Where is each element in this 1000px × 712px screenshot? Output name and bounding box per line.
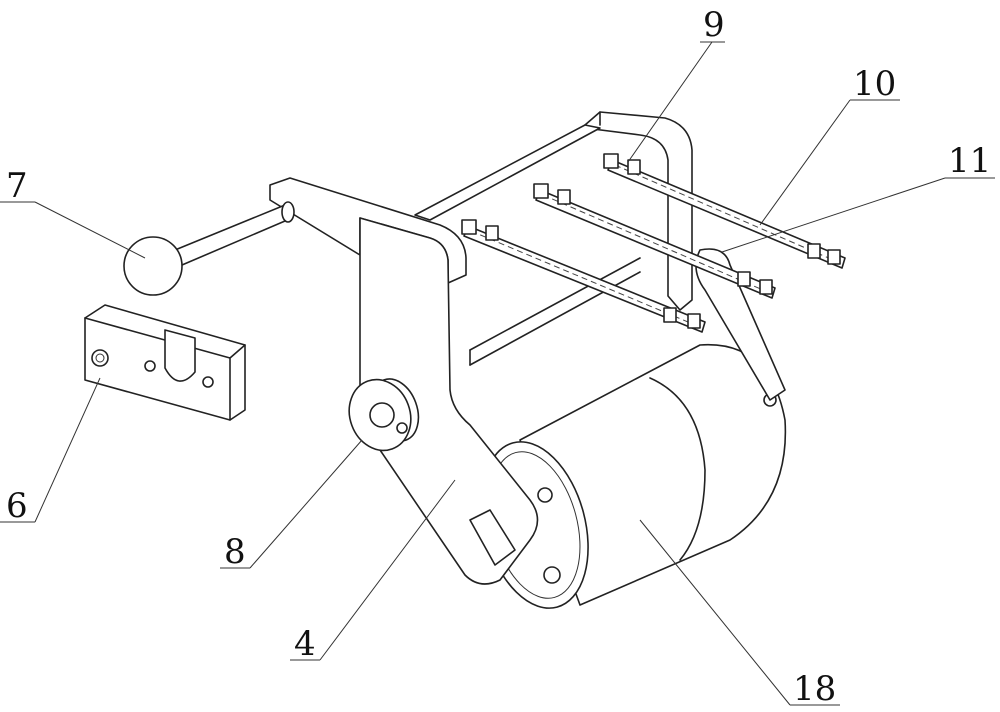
- handle-7: [123, 201, 295, 296]
- label-9: 9: [703, 5, 725, 45]
- label-18: 18: [793, 669, 836, 709]
- label-6: 6: [6, 486, 28, 526]
- leader-lines: [0, 41, 995, 706]
- back-plate: [584, 111, 693, 311]
- pulley-8: [348, 378, 420, 452]
- label-11: 11: [948, 141, 991, 181]
- label-7: 7: [6, 166, 28, 206]
- label-8: 8: [224, 532, 246, 572]
- label-10: 10: [853, 64, 896, 104]
- top-frame-bar: [414, 124, 641, 366]
- label-4: 4: [294, 624, 316, 664]
- rods: [461, 153, 846, 333]
- block-6: [84, 304, 246, 421]
